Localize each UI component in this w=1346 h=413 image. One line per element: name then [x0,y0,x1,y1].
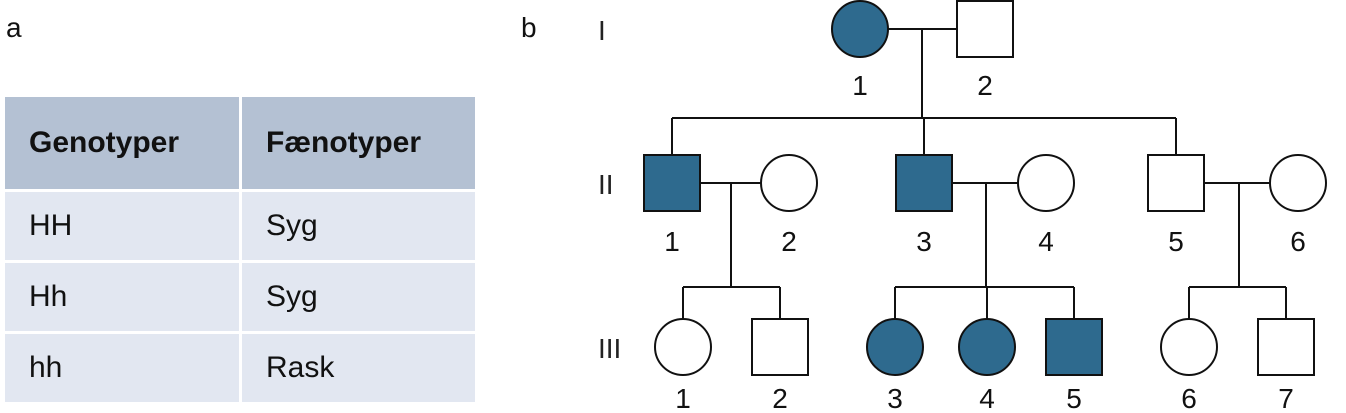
individual-number: 6 [1290,226,1306,257]
table-header-row: Genotyper Fænotyper [5,97,475,189]
cell-phenotype: Rask [242,334,475,402]
affected-female-circle [958,318,1016,376]
individual-number: 2 [977,70,993,101]
unaffected-female-circle [1017,154,1075,212]
header-genotype: Genotyper [5,97,239,189]
affected-female-circle [866,318,924,376]
individual-number: 5 [1168,226,1184,257]
individual-number: 5 [1066,383,1082,413]
affected-male-square [643,154,701,212]
table-row: Hh Syg [5,263,475,331]
individual-number: 1 [664,226,680,257]
unaffected-male-square [1147,154,1205,212]
individual-number: 3 [887,383,903,413]
individual-number: 1 [852,70,868,101]
generation-label: I [598,15,606,46]
unaffected-male-square [1257,318,1315,376]
generation-label: II [598,169,614,200]
affected-male-square [1045,318,1103,376]
unaffected-female-circle [760,154,818,212]
panel-label-a: a [6,12,22,43]
affected-male-square [895,154,953,212]
individual-number: 2 [781,226,797,257]
cell-genotype: Hh [5,263,239,331]
unaffected-male-square [751,318,809,376]
individual-number: 4 [979,383,995,413]
table-row: hh Rask [5,334,475,402]
genotype-phenotype-table: Genotyper Fænotyper HH Syg Hh Syg hh Ras… [2,94,478,405]
individual-number: 7 [1278,383,1294,413]
individual-number: 4 [1038,226,1054,257]
cell-phenotype: Syg [242,263,475,331]
affected-female-circle [831,0,889,58]
individual-number: 6 [1181,383,1197,413]
cell-phenotype: Syg [242,192,475,260]
panel-label-b: b [521,12,537,43]
unaffected-female-circle [1160,318,1218,376]
individual-number: 3 [916,226,932,257]
unaffected-male-square [956,0,1014,58]
table-row: HH Syg [5,192,475,260]
unaffected-female-circle [654,318,712,376]
unaffected-female-circle [1269,154,1327,212]
individual-number: 1 [675,383,691,413]
cell-genotype: HH [5,192,239,260]
cell-genotype: hh [5,334,239,402]
individual-number: 2 [772,383,788,413]
header-phenotype: Fænotyper [242,97,475,189]
generation-label: III [598,333,621,364]
